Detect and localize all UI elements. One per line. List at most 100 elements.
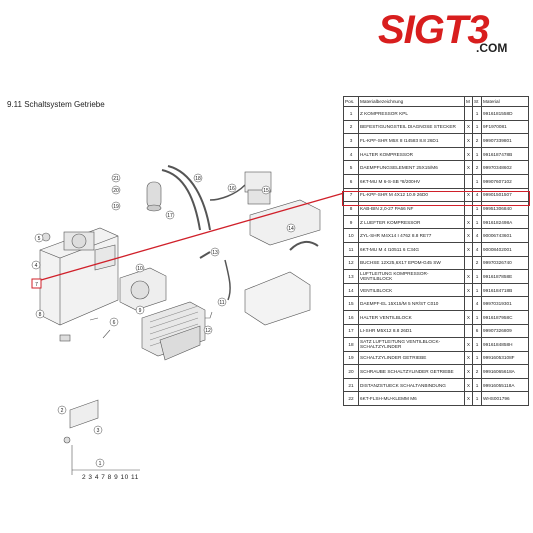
svg-text:6: 6 (113, 320, 116, 326)
row-pos: 5 (343, 160, 359, 175)
callout-4: 4 (31, 260, 41, 270)
callout-19: 19 (111, 201, 121, 211)
row-m: X (464, 350, 473, 366)
row-material: 90006743601 (481, 228, 529, 243)
row-name: FL-KPF-SHR M5X 8 I14583 8.8 26D1 (358, 133, 465, 148)
row-m: X (464, 146, 473, 162)
row-material: 99907339801 (481, 133, 529, 148)
row-m: X (464, 364, 473, 379)
row-m: X (464, 160, 473, 175)
row-pos: 14 (343, 282, 359, 298)
svg-text:13: 13 (212, 250, 218, 256)
brand-logo[interactable]: SIGT3 (378, 8, 490, 52)
parts-table: Pos. Materialbezeichnung M St Material 1… (343, 96, 529, 407)
row-st: 1 (472, 146, 482, 162)
row-st: 6 (472, 323, 482, 339)
row-material: 9916184858H (481, 337, 529, 352)
callout-7: 7 (31, 278, 42, 289)
row-pos: 12 (343, 255, 359, 271)
row-m (464, 296, 473, 311)
row-name: SCHALTZYLINDER GETRIEBE (358, 350, 465, 366)
row-pos: 3 (343, 133, 359, 148)
row-st: 1 (472, 282, 482, 298)
svg-text:4: 4 (35, 263, 38, 269)
row-m (464, 255, 473, 271)
row-material: 9F1970081 (481, 119, 529, 135)
svg-text:11: 11 (219, 300, 224, 306)
svg-text:10: 10 (137, 266, 143, 272)
row-st: 4 (472, 241, 482, 257)
row-st: 1 (472, 173, 482, 189)
row-m: X (464, 119, 473, 135)
header-name: Materialbezeichnung (358, 96, 465, 107)
callout-21: 21 (111, 173, 121, 183)
row-st: 2 (472, 160, 482, 175)
svg-text:21: 21 (113, 176, 119, 182)
row-material: 9916187478B (481, 146, 529, 162)
row-name: HALTER KOMPRESSOR (358, 146, 465, 162)
svg-text:3: 3 (97, 428, 100, 434)
row-st: 4 (472, 228, 482, 243)
row-name: LUFTLEITUNG KOMPRESSOR-VENTILBLOCK (358, 269, 465, 284)
row-material: 99970319301 (481, 296, 529, 311)
row-name: HALTER VENTILBLOCK (358, 309, 465, 325)
row-st: 1 (472, 391, 482, 407)
row-material: 99970326740 (481, 255, 529, 271)
svg-text:19: 19 (113, 204, 119, 210)
callout-11: 11 (217, 297, 227, 307)
row-m: X (464, 214, 473, 230)
svg-text:2: 2 (61, 408, 64, 414)
svg-text:20: 20 (113, 188, 119, 194)
row-m: X (464, 391, 473, 407)
row-name: DAEMPFUNGSELEMENT 25X15/M6 (358, 160, 465, 175)
row-name: SCHRAUBE SCHALTZYLINDER GETRIEBE (358, 364, 465, 379)
row-material: 9916187858E (481, 269, 529, 284)
row-st: 1 (472, 309, 482, 325)
row-pos: 9 (343, 214, 359, 230)
row-material: 99970348602 (481, 160, 529, 175)
row-material: 99907607102 (481, 173, 529, 189)
row-name: 6KT-FLSH-MU-KLEMM M6 (358, 391, 465, 407)
row-st: 2 (472, 133, 482, 148)
row-m (464, 106, 473, 121)
row-pos: 17 (343, 323, 359, 339)
svg-text:5: 5 (38, 236, 41, 242)
highlight-connector (40, 192, 345, 281)
row-name: DISTANZSTUECK SCHALTANBINDUNG (358, 377, 465, 393)
callout-2: 2 (57, 405, 67, 415)
svg-text:16: 16 (229, 186, 235, 192)
row-name: ZYL-SHR M4X14 I 4762 8.8 RE77 (358, 228, 465, 243)
row-st: 1 (472, 350, 482, 366)
svg-text:17: 17 (167, 213, 173, 219)
row-pos: 4 (343, 146, 359, 162)
svg-text:9: 9 (139, 308, 142, 314)
row-name: 6KT-MU M 4 I10511 6 C34G (358, 241, 465, 257)
row-pos: 10 (343, 228, 359, 243)
row-st: 1 (472, 269, 482, 284)
header-m: M (464, 96, 473, 107)
row-m: X (464, 309, 473, 325)
row-pos: 6 (343, 173, 359, 189)
row-pos: 11 (343, 241, 359, 257)
